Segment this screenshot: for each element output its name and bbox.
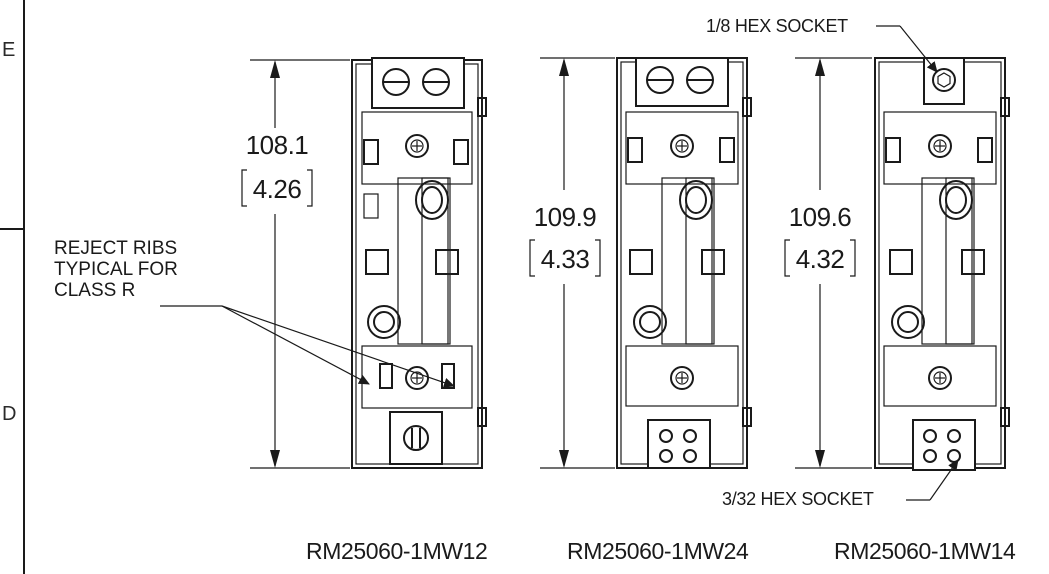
zone-label-e: E — [2, 39, 16, 61]
model-label-3: RM25060-1MW14 — [834, 538, 1016, 564]
leader-lines — [160, 25, 959, 501]
reject-ribs-note-line-1: REJECT RIBS — [54, 238, 178, 259]
dimension-lines — [250, 57, 872, 469]
device-1-body — [351, 57, 487, 469]
reject-ribs-note-line-2: TYPICAL FOR — [54, 259, 178, 280]
dimension-1-mm: 108.1 — [245, 130, 309, 160]
hex-socket-callout-bottom: 3/32 HEX SOCKET — [722, 489, 874, 509]
dimension-1-inch: 4.26 — [252, 174, 302, 204]
zone-label-d: D — [2, 403, 17, 425]
inch-brackets — [241, 169, 856, 277]
reject-ribs-note: REJECT RIBS TYPICAL FOR CLASS R — [54, 238, 178, 301]
hex-socket-callout-top: 1/8 HEX SOCKET — [706, 16, 848, 36]
dimension-3-mm: 109.6 — [788, 202, 852, 232]
dimension-2-mm: 109.9 — [533, 202, 597, 232]
device-2-body — [616, 57, 752, 469]
dimension-2-inch: 4.33 — [540, 244, 590, 274]
device-3-body — [874, 57, 1010, 471]
reject-ribs-note-line-3: CLASS R — [54, 280, 136, 301]
model-label-1: RM25060-1MW12 — [306, 538, 488, 564]
dimension-3-inch: 4.32 — [795, 244, 845, 274]
model-label-2: RM25060-1MW24 — [567, 538, 749, 564]
